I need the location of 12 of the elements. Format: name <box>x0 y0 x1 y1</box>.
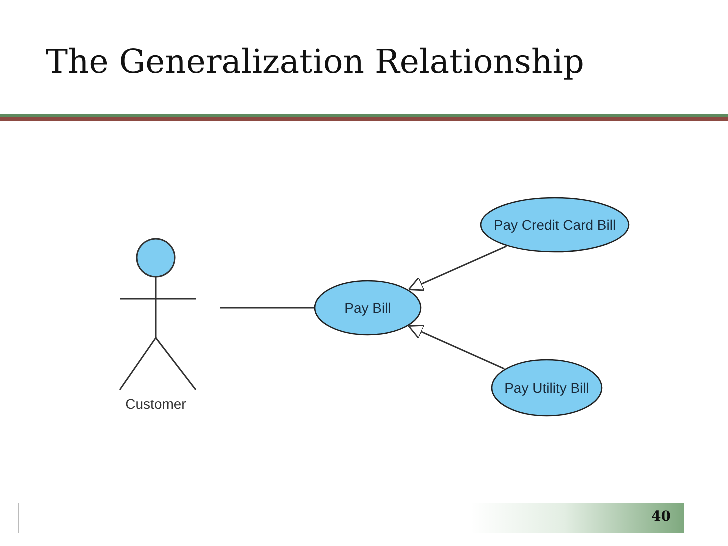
slide-title: The Generalization Relationship <box>46 42 584 81</box>
generalization-arrow <box>408 324 505 370</box>
association-line <box>220 307 314 309</box>
actor-label: Customer <box>124 396 188 412</box>
generalization-arrow <box>408 246 508 292</box>
use-case-ellipse <box>480 197 630 253</box>
use-case-ellipse <box>314 280 422 336</box>
use-case-ellipse <box>491 359 603 417</box>
use-case-label: Pay Credit Card Bill <box>494 217 616 233</box>
page-number: 40 <box>652 509 671 525</box>
use-case-label: Pay Utility Bill <box>504 380 590 396</box>
use-case-label: Pay Bill <box>344 300 392 316</box>
